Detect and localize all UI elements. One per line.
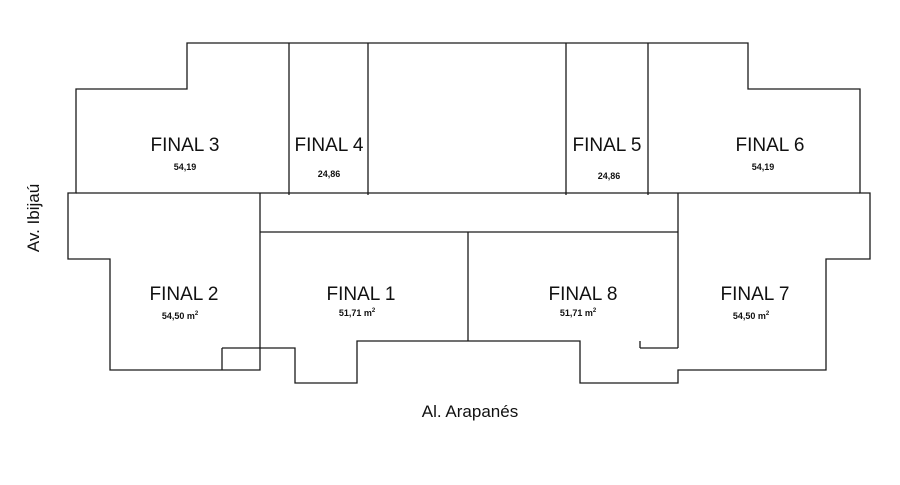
unit-area: 54,50 m2: [162, 311, 199, 321]
street-label-bottom: Al. Arapanés: [422, 402, 518, 421]
unit-name: FINAL 7: [721, 284, 790, 305]
unit-final-1: FINAL 1 51,71 m2: [327, 284, 396, 318]
building-outline: [67, 42, 871, 384]
unit-final-4: FINAL 4 24,86: [295, 135, 364, 179]
unit-area: 54,19: [752, 162, 775, 172]
unit-final-3: FINAL 3 54,19: [151, 135, 220, 172]
unit-area: 24,86: [318, 169, 341, 179]
unit-name: FINAL 3: [151, 135, 220, 156]
unit-area: 51,71 m2: [339, 308, 376, 318]
unit-name: FINAL 2: [150, 284, 219, 305]
unit-name: FINAL 8: [549, 284, 618, 305]
unit-name: FINAL 1: [327, 284, 396, 305]
unit-area: 24,86: [598, 171, 621, 181]
street-label-left: Av. Ibijaú: [24, 184, 43, 252]
unit-area: 54,50 m2: [733, 311, 770, 321]
unit-area: 54,19: [174, 162, 197, 172]
unit-final-7: FINAL 7 54,50 m2: [721, 284, 790, 321]
unit-final-5: FINAL 5 24,86: [573, 135, 642, 181]
unit-area: 51,71 m2: [560, 308, 597, 318]
unit-name: FINAL 6: [736, 135, 805, 156]
unit-final-6: FINAL 6 54,19: [736, 135, 805, 172]
interior-walls: [76, 43, 860, 370]
unit-final-8: FINAL 8 51,71 m2: [549, 284, 618, 318]
unit-name: FINAL 5: [573, 135, 642, 156]
unit-name: FINAL 4: [295, 135, 364, 156]
unit-final-2: FINAL 2 54,50 m2: [150, 284, 219, 321]
